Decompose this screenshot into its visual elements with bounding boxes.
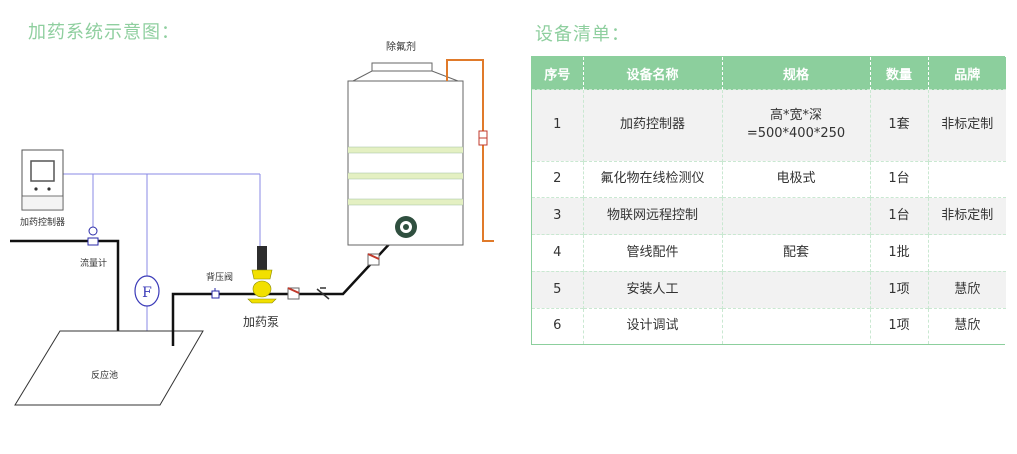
cell-qty: 1项 xyxy=(870,270,929,309)
cell-qty: 1套 xyxy=(870,89,929,162)
pool-label: 反应池 xyxy=(91,369,118,381)
controller-label: 加药控制器 xyxy=(20,216,65,228)
cell-spec: 高*宽*深 =500*400*250 xyxy=(722,89,871,162)
flowmeter-label: 流量计 xyxy=(80,257,107,269)
check-valve xyxy=(316,288,330,300)
cell-name: 加药控制器 xyxy=(583,89,723,162)
cell-no: 2 xyxy=(532,160,584,198)
cell-brand: 非标定制 xyxy=(928,197,1006,235)
header-spec: 规格 xyxy=(722,57,871,90)
cell-spec: 配套 xyxy=(722,234,871,272)
cell-brand: 慧欣 xyxy=(928,307,1006,344)
backpressure-valve xyxy=(211,288,220,299)
equipment-list-title: 设备清单： xyxy=(535,24,630,45)
backpressure-label: 背压阀 xyxy=(206,271,233,283)
tank-label: 除氟剂 xyxy=(386,40,416,53)
flow-symbol: F xyxy=(142,285,152,301)
cell-brand: 慧欣 xyxy=(928,270,1006,309)
cell-no: 6 xyxy=(532,307,584,344)
overflow-pipe xyxy=(446,59,494,242)
spec-line: 配套 xyxy=(782,245,809,260)
table-header-row: 序号 设备名称 规格 数量 品牌 xyxy=(532,57,1006,90)
pipe-valve xyxy=(287,287,300,300)
cell-no: 4 xyxy=(532,234,584,272)
cell-name: 物联网远程控制 xyxy=(583,197,723,235)
diagram-title: 加药系统示意图： xyxy=(28,22,180,43)
cell-spec: 电极式 xyxy=(722,160,871,198)
cell-name: 管线配件 xyxy=(583,234,723,272)
cell-qty: 1台 xyxy=(870,160,929,198)
dosing-system-diagram: 加药控制器 流量计 F 反应池 背压阀 加药泵 xyxy=(10,40,494,406)
inlet-pipe xyxy=(10,239,120,346)
cell-qty: 1台 xyxy=(870,197,929,235)
cell-no: 1 xyxy=(532,89,584,162)
cell-spec xyxy=(722,270,871,309)
signal-lines xyxy=(63,173,261,346)
header-name: 设备名称 xyxy=(583,57,723,90)
spec-line: =500*400*250 xyxy=(746,126,846,142)
cell-name: 安装人工 xyxy=(583,270,723,309)
dosing-controller xyxy=(21,149,64,211)
tank-outlet-valve xyxy=(367,253,380,266)
cell-brand xyxy=(928,160,1006,198)
cell-no: 3 xyxy=(532,197,584,235)
cell-qty: 1批 xyxy=(870,234,929,272)
cell-name: 设计调试 xyxy=(583,307,723,344)
cell-name: 氟化物在线检测仪 xyxy=(583,160,723,198)
dosing-pump xyxy=(247,246,277,304)
cell-brand xyxy=(928,234,1006,272)
flowmeter xyxy=(87,226,99,246)
spec-line: 电极式 xyxy=(776,171,816,187)
cell-no: 5 xyxy=(532,270,584,309)
header-no: 序号 xyxy=(532,57,584,90)
pump-label: 加药泵 xyxy=(243,315,279,329)
header-qty: 数量 xyxy=(870,57,929,90)
cell-brand: 非标定制 xyxy=(928,89,1006,162)
cell-spec xyxy=(722,307,871,344)
spec-line: 高*宽*深 xyxy=(769,108,822,124)
header-brand: 品牌 xyxy=(928,57,1006,90)
cell-spec xyxy=(722,197,871,235)
fluoride-analyzer: F xyxy=(134,275,160,307)
reaction-pool xyxy=(14,330,204,406)
suction-fitting xyxy=(395,216,417,238)
cell-qty: 1项 xyxy=(870,307,929,344)
